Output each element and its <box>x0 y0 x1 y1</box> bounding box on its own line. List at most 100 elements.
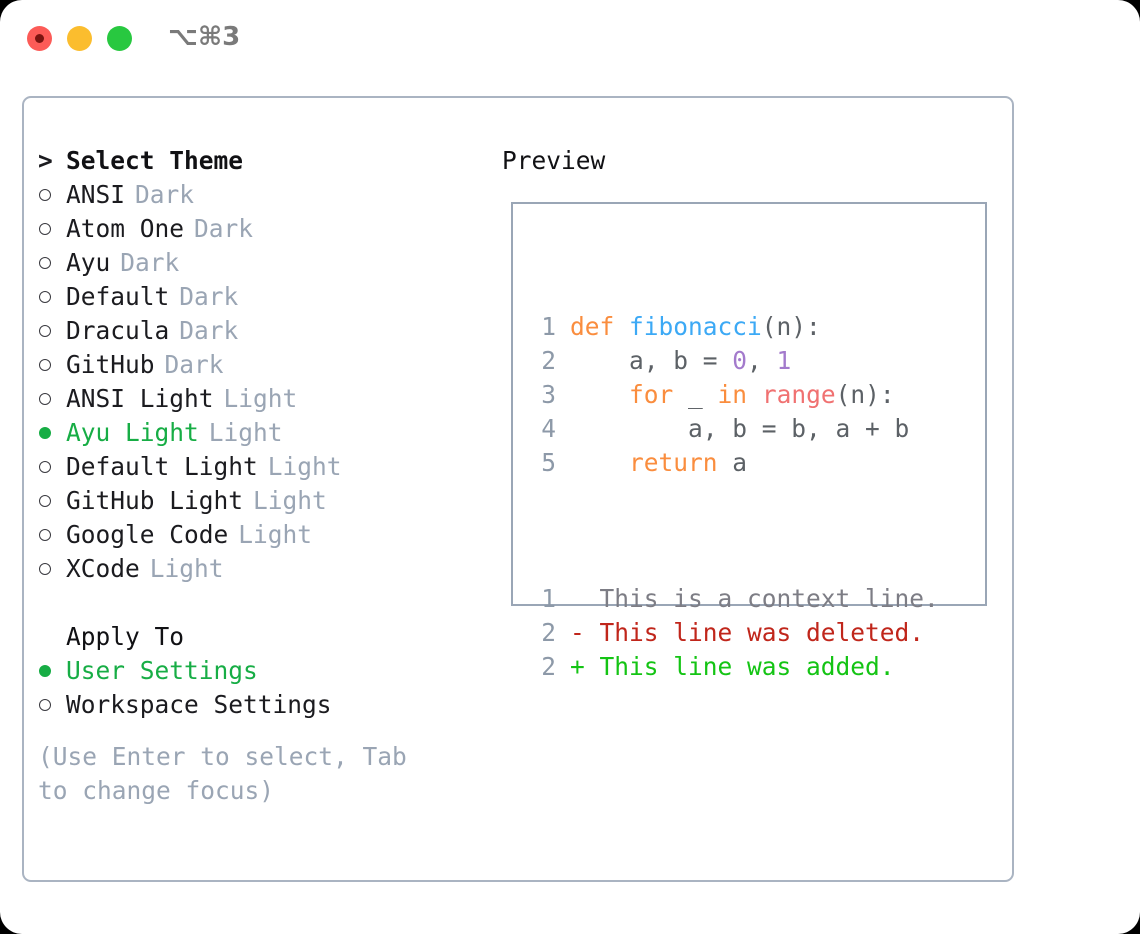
diff-text: This line was added. <box>584 652 895 681</box>
code-token: def <box>570 312 630 341</box>
diff-line: 2- This line was deleted. <box>530 616 939 650</box>
theme-item-variant: Dark <box>194 214 254 243</box>
code-token: a <box>717 448 748 477</box>
theme-item-variant: Light <box>208 418 283 447</box>
diff-text: This is a context line. <box>584 584 939 613</box>
theme-item-label: Ayu Light <box>66 418 199 447</box>
close-button[interactable] <box>27 26 52 51</box>
preview-heading: Preview <box>502 146 606 175</box>
theme-item-variant: Light <box>238 520 313 549</box>
theme-item[interactable]: Default Dark <box>38 280 488 314</box>
theme-item[interactable]: Dracula Dark <box>38 314 488 348</box>
theme-item[interactable]: Atom One Dark <box>38 212 488 246</box>
diff-text: This line was deleted. <box>584 618 925 647</box>
keyboard-hint: (Use Enter to select, Tab to change focu… <box>38 742 422 805</box>
theme-item[interactable]: Ayu Light Light <box>38 416 488 450</box>
caret-icon: > <box>38 146 53 175</box>
theme-item-label: GitHub <box>66 350 155 379</box>
theme-item-variant: Dark <box>164 350 224 379</box>
code-token: (n): <box>761 312 821 341</box>
window-title: ⌥⌘3 <box>168 22 241 52</box>
theme-item[interactable]: ANSI Dark <box>38 178 488 212</box>
code-token: a, b = b, a + b <box>570 414 910 443</box>
code-line-number: 5 <box>541 448 556 477</box>
diff-line-number: 1 <box>541 584 556 613</box>
apply-to-label: Apply To <box>66 622 185 651</box>
apply-to-item[interactable]: Workspace Settings <box>38 688 488 722</box>
apply-to-item-label: Workspace Settings <box>66 690 332 719</box>
apply-to-item-label: User Settings <box>66 656 258 685</box>
theme-item[interactable]: Ayu Dark <box>38 246 488 280</box>
theme-item-label: GitHub Light <box>66 486 244 515</box>
diff-lines: 1 This is a context line.2- This line wa… <box>530 582 939 684</box>
theme-item-variant: Dark <box>135 180 195 209</box>
code-line: 5 return a <box>530 446 939 480</box>
code-token: , <box>747 346 777 375</box>
theme-item-label: ANSI Light <box>66 384 214 413</box>
theme-item[interactable]: Google Code Light <box>38 518 488 552</box>
theme-item-label: Default <box>66 282 170 311</box>
code-line-number: 2 <box>541 346 556 375</box>
diff-line: 2 + This line was added. <box>530 650 939 684</box>
code-token: 0 <box>732 346 748 375</box>
code-token: range <box>761 380 836 409</box>
code-token: return <box>629 448 718 477</box>
apply-to-heading: Apply To <box>38 620 488 654</box>
maximize-button[interactable] <box>107 26 132 51</box>
theme-item[interactable]: ANSI Light Light <box>38 382 488 416</box>
code-token: a, b = <box>570 346 733 375</box>
code-token <box>747 380 762 409</box>
theme-item-variant: Light <box>149 554 224 583</box>
theme-item[interactable]: XCode Light <box>38 552 488 586</box>
theme-item-variant: Light <box>223 384 298 413</box>
theme-item-variant: Light <box>267 452 342 481</box>
theme-item-label: Google Code <box>66 520 229 549</box>
code-token: fibonacci <box>629 312 762 341</box>
minimize-button[interactable] <box>67 26 92 51</box>
theme-item[interactable]: Default Light Light <box>38 450 488 484</box>
diff-sign: + <box>570 652 585 681</box>
code-token: (n): <box>835 380 895 409</box>
diff-line-number: 2 <box>541 618 556 647</box>
theme-item-variant: Dark <box>179 316 239 345</box>
theme-item-label: Atom One <box>66 214 185 243</box>
diff-line: 1 This is a context line. <box>530 582 939 616</box>
diff-line-number: 2 <box>541 652 556 681</box>
theme-item-label: ANSI <box>66 180 126 209</box>
theme-item-label: Default Light <box>66 452 258 481</box>
theme-item-label: XCode <box>66 554 140 583</box>
code-token: _ <box>673 380 718 409</box>
select-theme-label: Select Theme <box>66 146 244 175</box>
theme-item-variant: Dark <box>179 282 239 311</box>
theme-item[interactable]: GitHub Dark <box>38 348 488 382</box>
code-token <box>570 448 629 477</box>
theme-item-variant: Dark <box>120 248 180 277</box>
theme-item-label: Dracula <box>66 316 170 345</box>
code-token <box>570 380 629 409</box>
code-line: 2 a, b = 0, 1 <box>530 344 939 378</box>
code-line: 4 a, b = b, a + b <box>530 412 939 446</box>
code-token: 1 <box>776 346 792 375</box>
theme-item-label: Ayu <box>66 248 111 277</box>
diff-sign <box>570 584 585 613</box>
select-theme-heading: > Select Theme <box>38 144 488 178</box>
diff-sign: - <box>570 618 585 647</box>
code-line: 1 def fibonacci(n): <box>530 310 939 344</box>
code-line: 3 for _ in range(n): <box>530 378 939 412</box>
title-bar: ⌥⌘3 <box>0 0 1140 78</box>
code-line-number: 1 <box>541 312 556 341</box>
code-line-number: 3 <box>541 380 556 409</box>
code-token: for <box>629 380 674 409</box>
apply-to-item[interactable]: User Settings <box>38 654 488 688</box>
code-token: in <box>717 380 748 409</box>
